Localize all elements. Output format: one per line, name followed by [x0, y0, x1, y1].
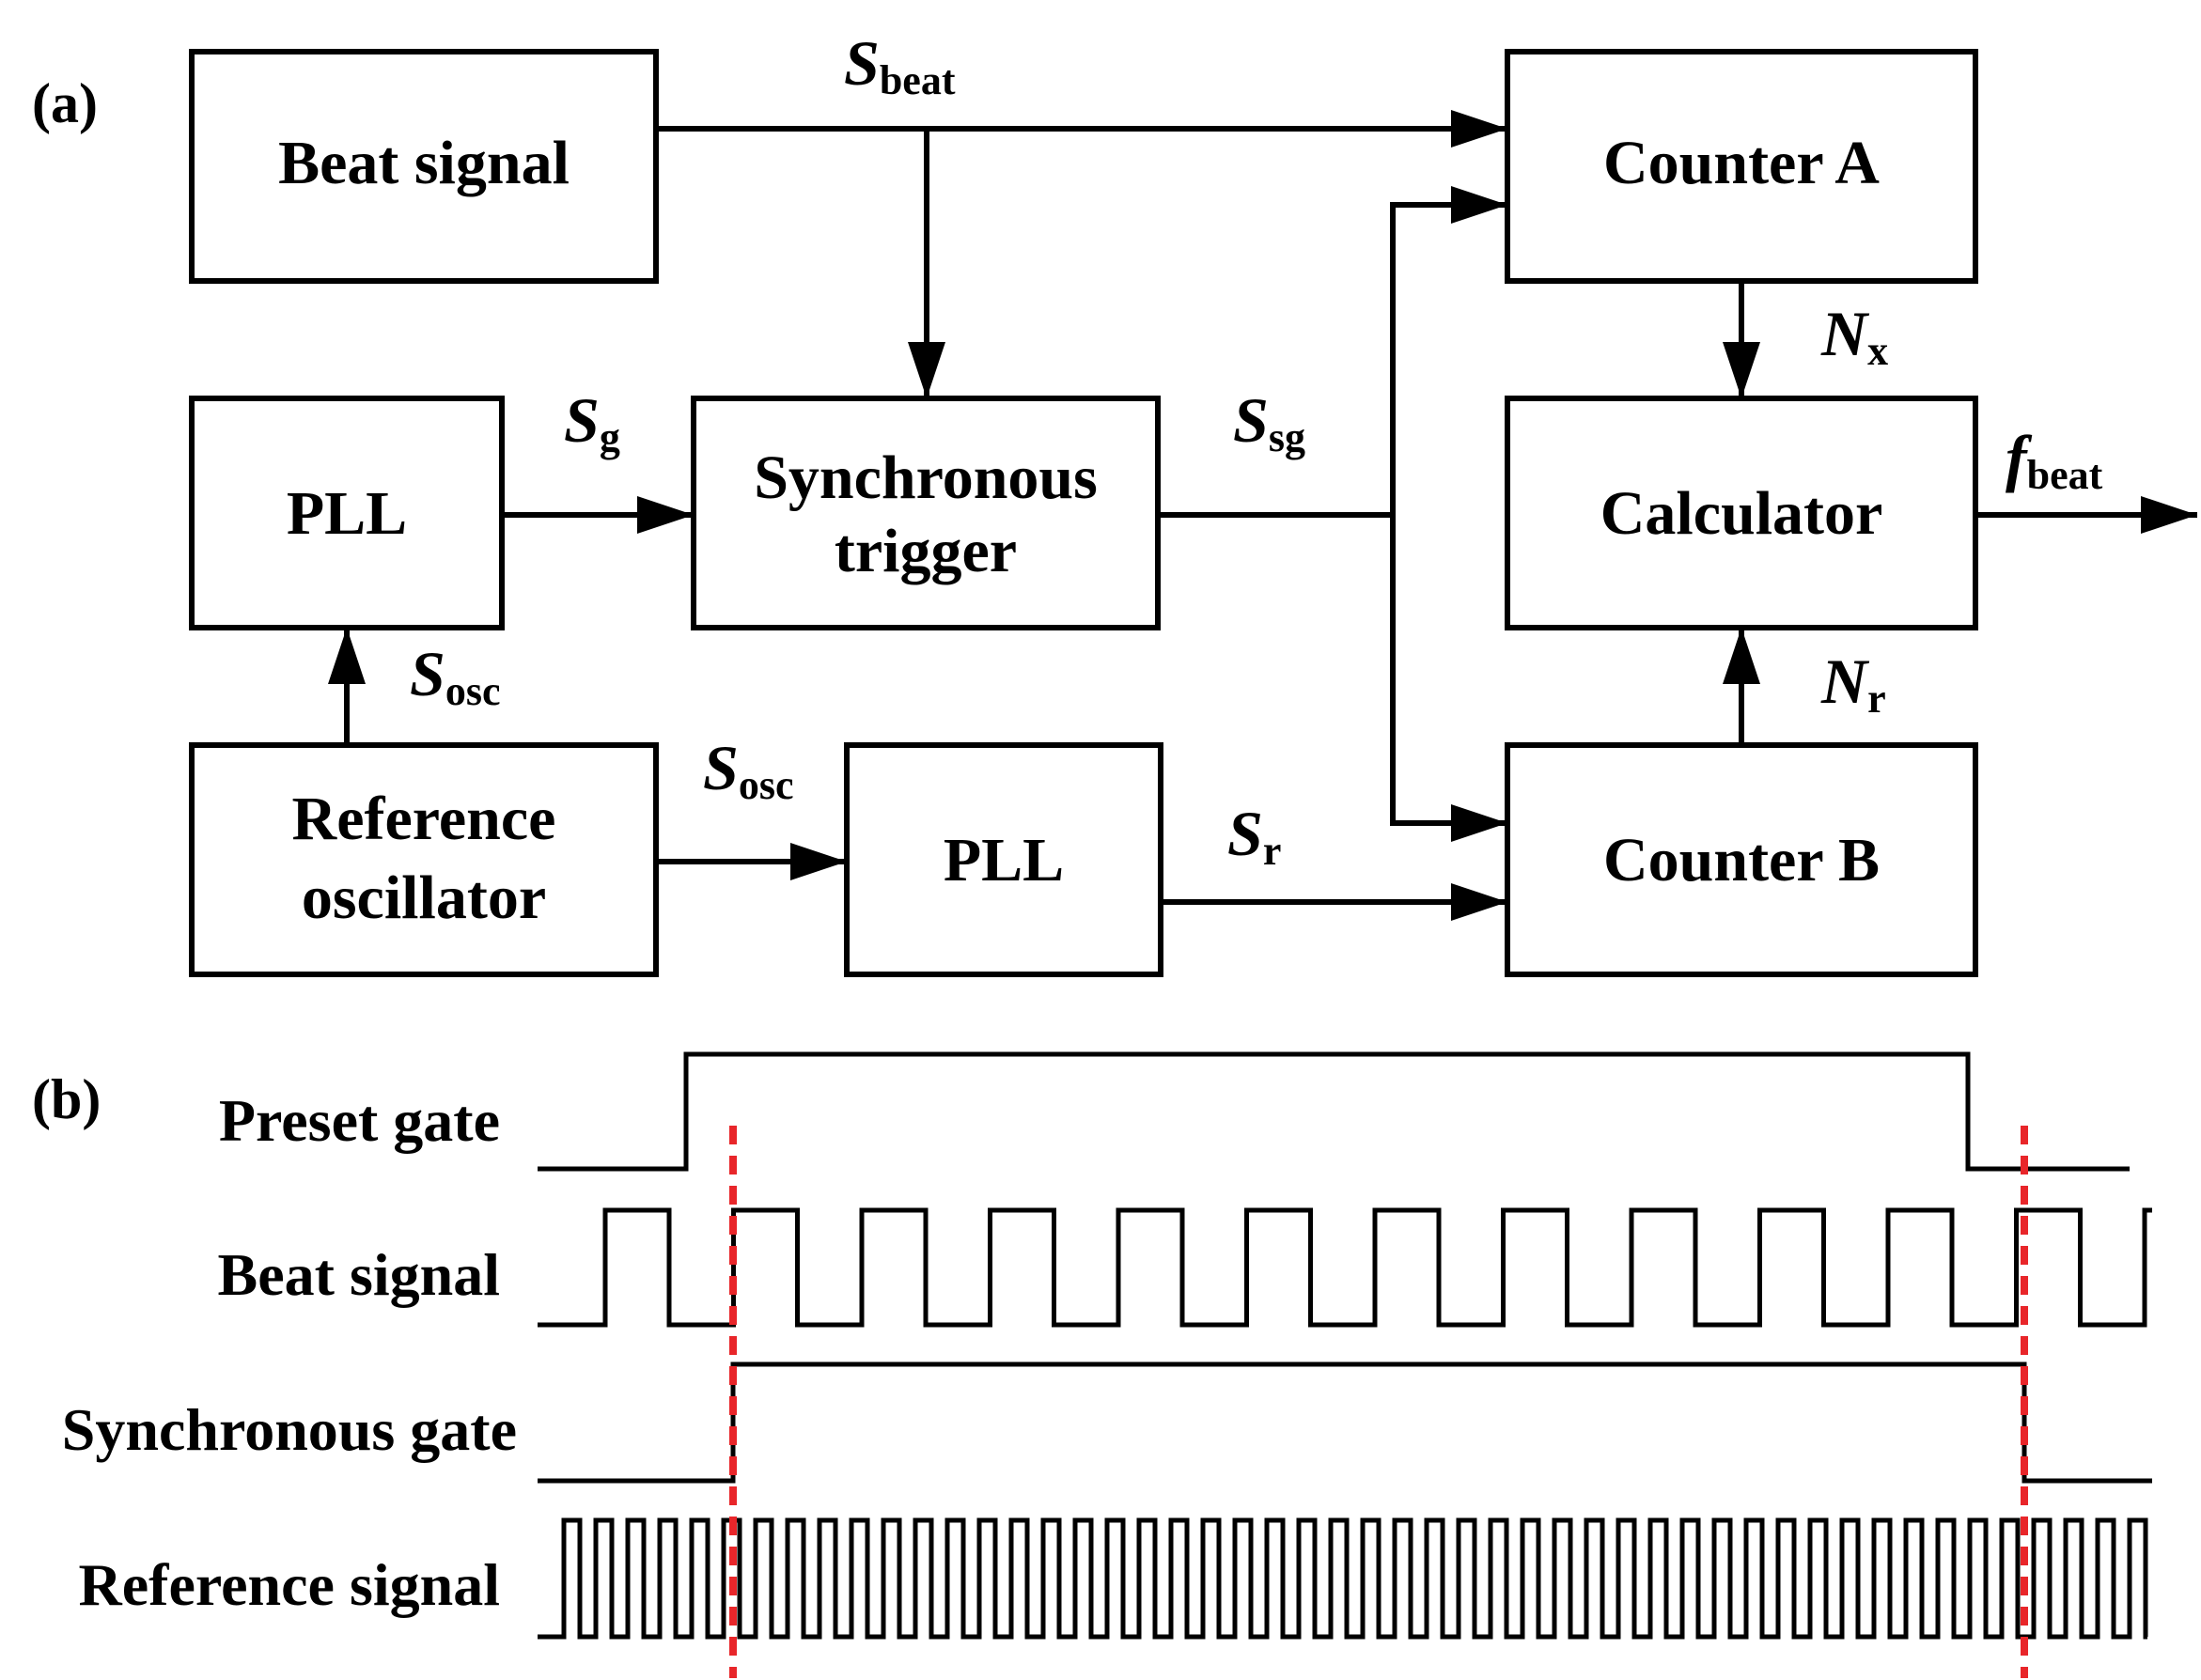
arrow-ssg-to-counter-a — [1390, 186, 1507, 515]
label-s-sg: Ssg — [1233, 384, 1305, 460]
reference-oscillator-block: Reference oscillator — [189, 742, 659, 977]
pll-bottom-block: PLL — [844, 742, 1163, 977]
sync-trigger-label-1: Synchronous — [754, 443, 1098, 512]
waveform-label-synchronous-gate: Synchronous gate — [62, 1396, 517, 1463]
label-s-beat: Sbeat — [844, 27, 956, 103]
panel-label-a: (a) — [32, 72, 98, 134]
beat-signal-block: Beat signal — [189, 49, 659, 284]
waveform-label-beat-signal: Beat signal — [218, 1241, 500, 1308]
label-n-r: Nr — [1820, 646, 1886, 722]
pll-bottom-label: PLL — [944, 826, 1064, 894]
ref-osc-label-2: oscillator — [302, 863, 546, 932]
calculator-label: Calculator — [1600, 479, 1883, 548]
waveform-beat-signal — [538, 1207, 2152, 1328]
waveform-reference-signal — [538, 1517, 2148, 1640]
panel-label-b: (b) — [32, 1068, 101, 1130]
counter-b-label: Counter B — [1603, 826, 1880, 894]
label-s-osc-mid: Sosc — [703, 732, 793, 808]
counter-a-label: Counter A — [1603, 129, 1880, 197]
calculator-block: Calculator — [1505, 396, 1978, 630]
waveform-label-preset-gate: Preset gate — [219, 1087, 500, 1154]
pll-top-block: PLL — [189, 396, 505, 630]
label-s-r: Sr — [1227, 798, 1281, 874]
pll-top-label: PLL — [287, 479, 407, 548]
label-n-x: Nx — [1820, 298, 1888, 374]
arrow-ssg-to-counter-b — [1390, 515, 1507, 842]
waveform-preset-gate — [538, 1051, 2130, 1172]
ref-osc-label-1: Reference — [292, 785, 556, 853]
counter-a-block: Counter A — [1505, 49, 1978, 284]
waveform-synchronous-gate — [538, 1361, 2152, 1484]
counter-b-block: Counter B — [1505, 742, 1978, 977]
beat-signal-label: Beat signal — [278, 129, 570, 197]
waveform-label-reference-signal: Reference signal — [79, 1551, 500, 1618]
sync-trigger-label-2: trigger — [835, 517, 1017, 585]
synchronous-trigger-block: Synchronous trigger — [691, 396, 1161, 630]
label-f-beat: fbeat — [2006, 422, 2103, 498]
connections — [328, 110, 2197, 921]
label-s-osc-left: Sosc — [410, 638, 500, 714]
label-s-g: Sg — [564, 384, 620, 460]
